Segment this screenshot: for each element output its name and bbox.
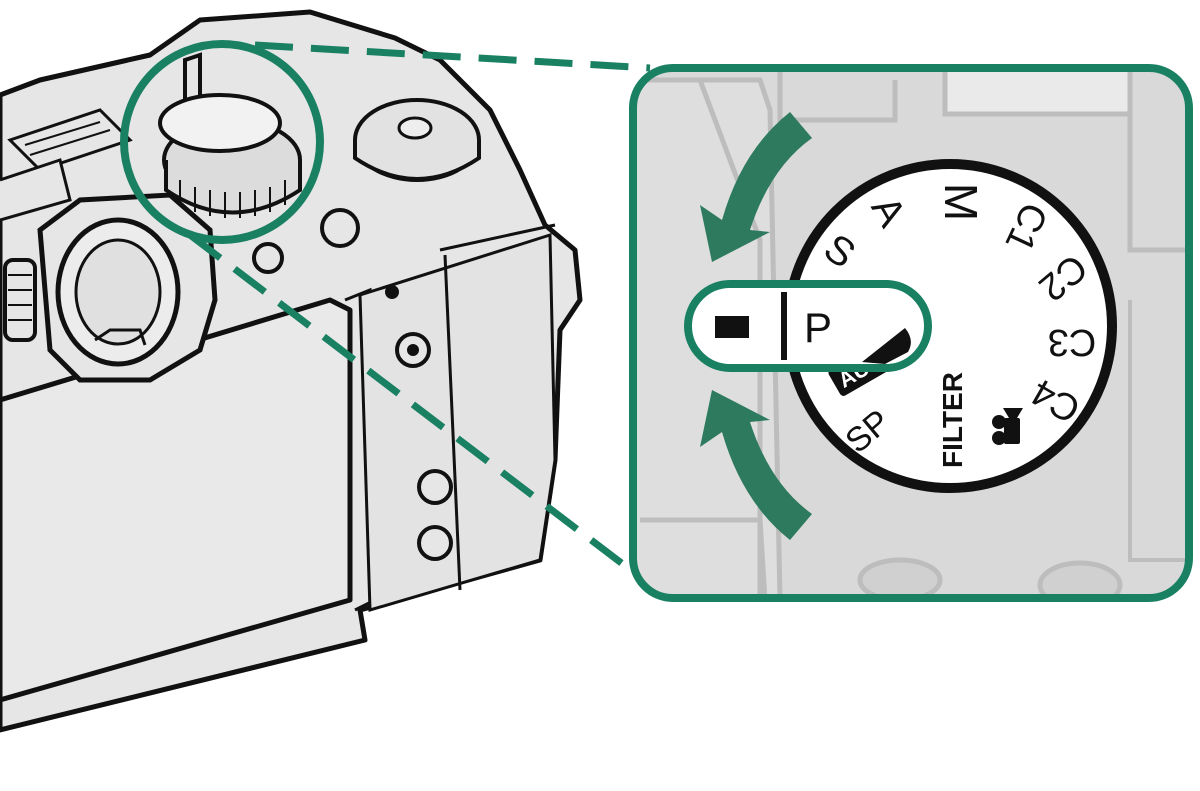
body-mode-dial [158, 52, 302, 218]
selected-mode-highlight [684, 280, 932, 372]
viewfinder [37, 192, 218, 383]
auto-badge-peek [862, 328, 911, 364]
thumb-rest [439, 223, 556, 591]
dial-label-c3: C3 [1048, 321, 1097, 363]
curved-arrow-down-icon [700, 112, 812, 262]
curved-arrow-up-icon [700, 390, 812, 540]
dial-index-mark [715, 316, 749, 338]
connector-line-bottom [187, 232, 631, 571]
inset-panel: M A S SP FILTER C1 C2 C3 C4 AUTO [633, 68, 1189, 598]
rear-command-dial [353, 98, 481, 182]
hot-shoe [0, 108, 133, 222]
front-command-dial [3, 258, 37, 342]
movie-camera-icon [992, 408, 1023, 445]
zoom-highlight-circle [120, 40, 324, 244]
inset-border [629, 64, 1193, 602]
dial-label-filter: FILTER [937, 372, 968, 468]
dial-label-m: M [935, 183, 987, 221]
body-buttons [252, 208, 453, 561]
connector-line-top [254, 41, 651, 72]
rear-lcd-screen [0, 297, 353, 703]
selected-mode-label: P [804, 304, 832, 351]
